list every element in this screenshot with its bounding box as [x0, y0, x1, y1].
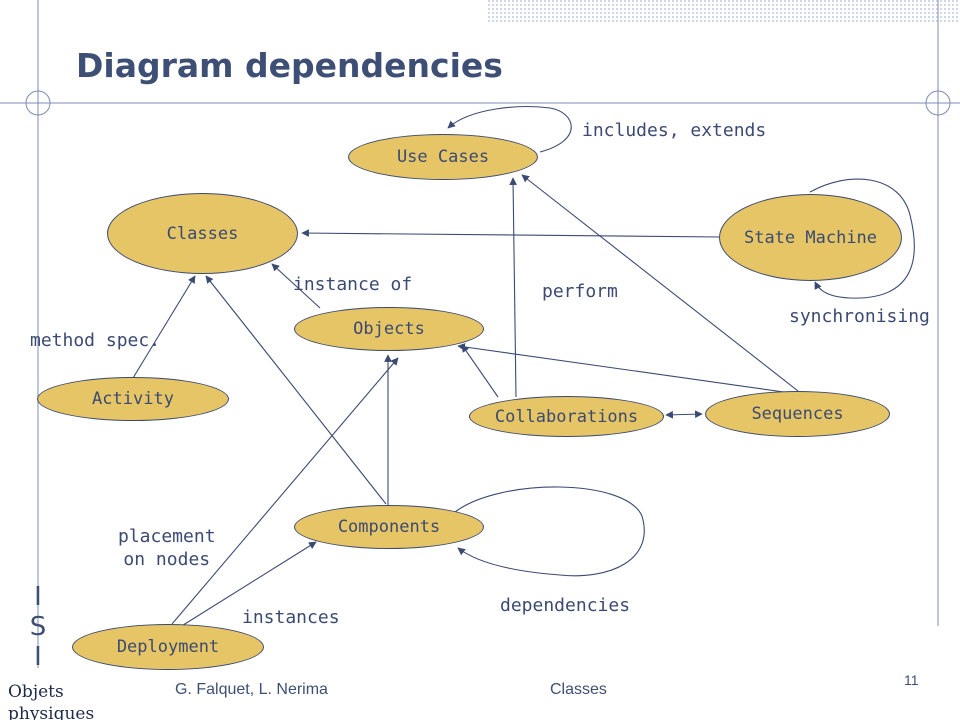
- edge-state-machine-to-classes: [301, 229, 721, 238]
- slide-title: Diagram dependencies: [76, 46, 503, 85]
- frame-circle-left: [25, 90, 51, 116]
- edge-deployment-to-objects: [171, 357, 399, 625]
- node-collaborations: Collaborations: [469, 396, 664, 437]
- edge-deployment-to-components: [179, 541, 317, 628]
- node-components: Components: [294, 505, 484, 549]
- side-letters: I S I: [29, 582, 47, 670]
- edge-collaborations-sequences: [665, 410, 703, 419]
- label-perform: perform: [542, 281, 618, 302]
- edge-activity-to-classes: [132, 275, 196, 379]
- label-placement-on-nodes: placement on nodes: [118, 526, 216, 571]
- edge-components-to-classes: [205, 275, 387, 505]
- node-state-machine: State Machine: [719, 194, 902, 281]
- edge-collaborations-to-objects: [461, 344, 499, 398]
- edge-sequences-to-use-cases: [521, 174, 799, 392]
- side-letter: I: [34, 582, 42, 612]
- edge-state-machine-self: [809, 178, 915, 299]
- frame-circle-right: [925, 90, 951, 116]
- label-synchronising: synchronising: [789, 306, 930, 327]
- label-dependencies: dependencies: [500, 595, 631, 616]
- node-classes: Classes: [107, 193, 298, 274]
- page-number: 11: [904, 672, 919, 688]
- node-use-cases: Use Cases: [348, 134, 538, 180]
- label-placement-line1: placement: [118, 526, 216, 547]
- side-letter: I: [34, 642, 42, 670]
- side-letter: S: [29, 612, 47, 642]
- footer-course-line: Objets: [8, 682, 64, 702]
- node-deployment: Deployment: [72, 624, 264, 670]
- label-includes-extends: includes, extends: [582, 120, 767, 141]
- edge-collaborations-to-use-cases: [509, 177, 517, 398]
- edge-components-self: [454, 486, 645, 577]
- label-method-spec: method spec.: [30, 330, 161, 351]
- footer-course: Objets physiques: [8, 681, 118, 720]
- header-bar: [488, 0, 960, 22]
- edge-use-cases-self: [447, 106, 572, 153]
- label-instance-of: instance of: [293, 274, 413, 295]
- node-objects: Objects: [294, 307, 484, 351]
- node-activity: Activity: [37, 377, 229, 421]
- edge-objects-to-classes: [271, 263, 321, 309]
- footer-course-line: physiques: [8, 704, 95, 720]
- label-placement-line2: on nodes: [123, 548, 211, 570]
- label-instances: instances: [242, 607, 340, 628]
- footer-topic: Classes: [550, 681, 607, 698]
- node-sequences: Sequences: [705, 391, 890, 437]
- edge-sequences-to-objects: [457, 343, 799, 395]
- footer-authors: G. Falquet, L. Nerima: [175, 681, 328, 698]
